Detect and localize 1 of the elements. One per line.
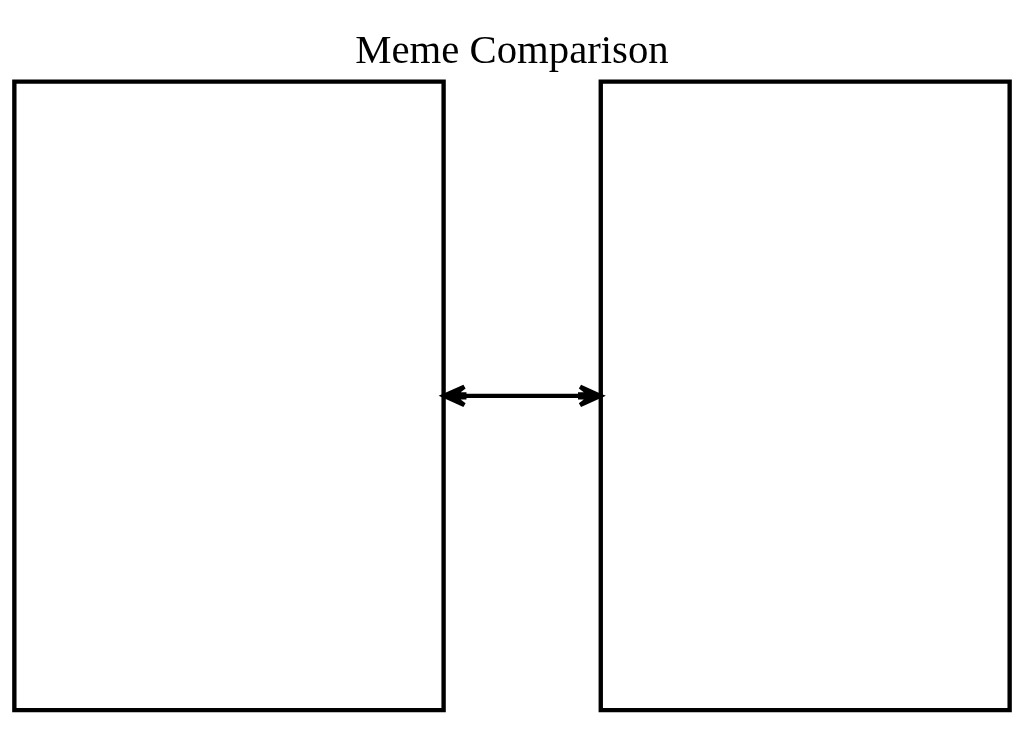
diagram-title: Meme Comparison [355, 27, 669, 73]
